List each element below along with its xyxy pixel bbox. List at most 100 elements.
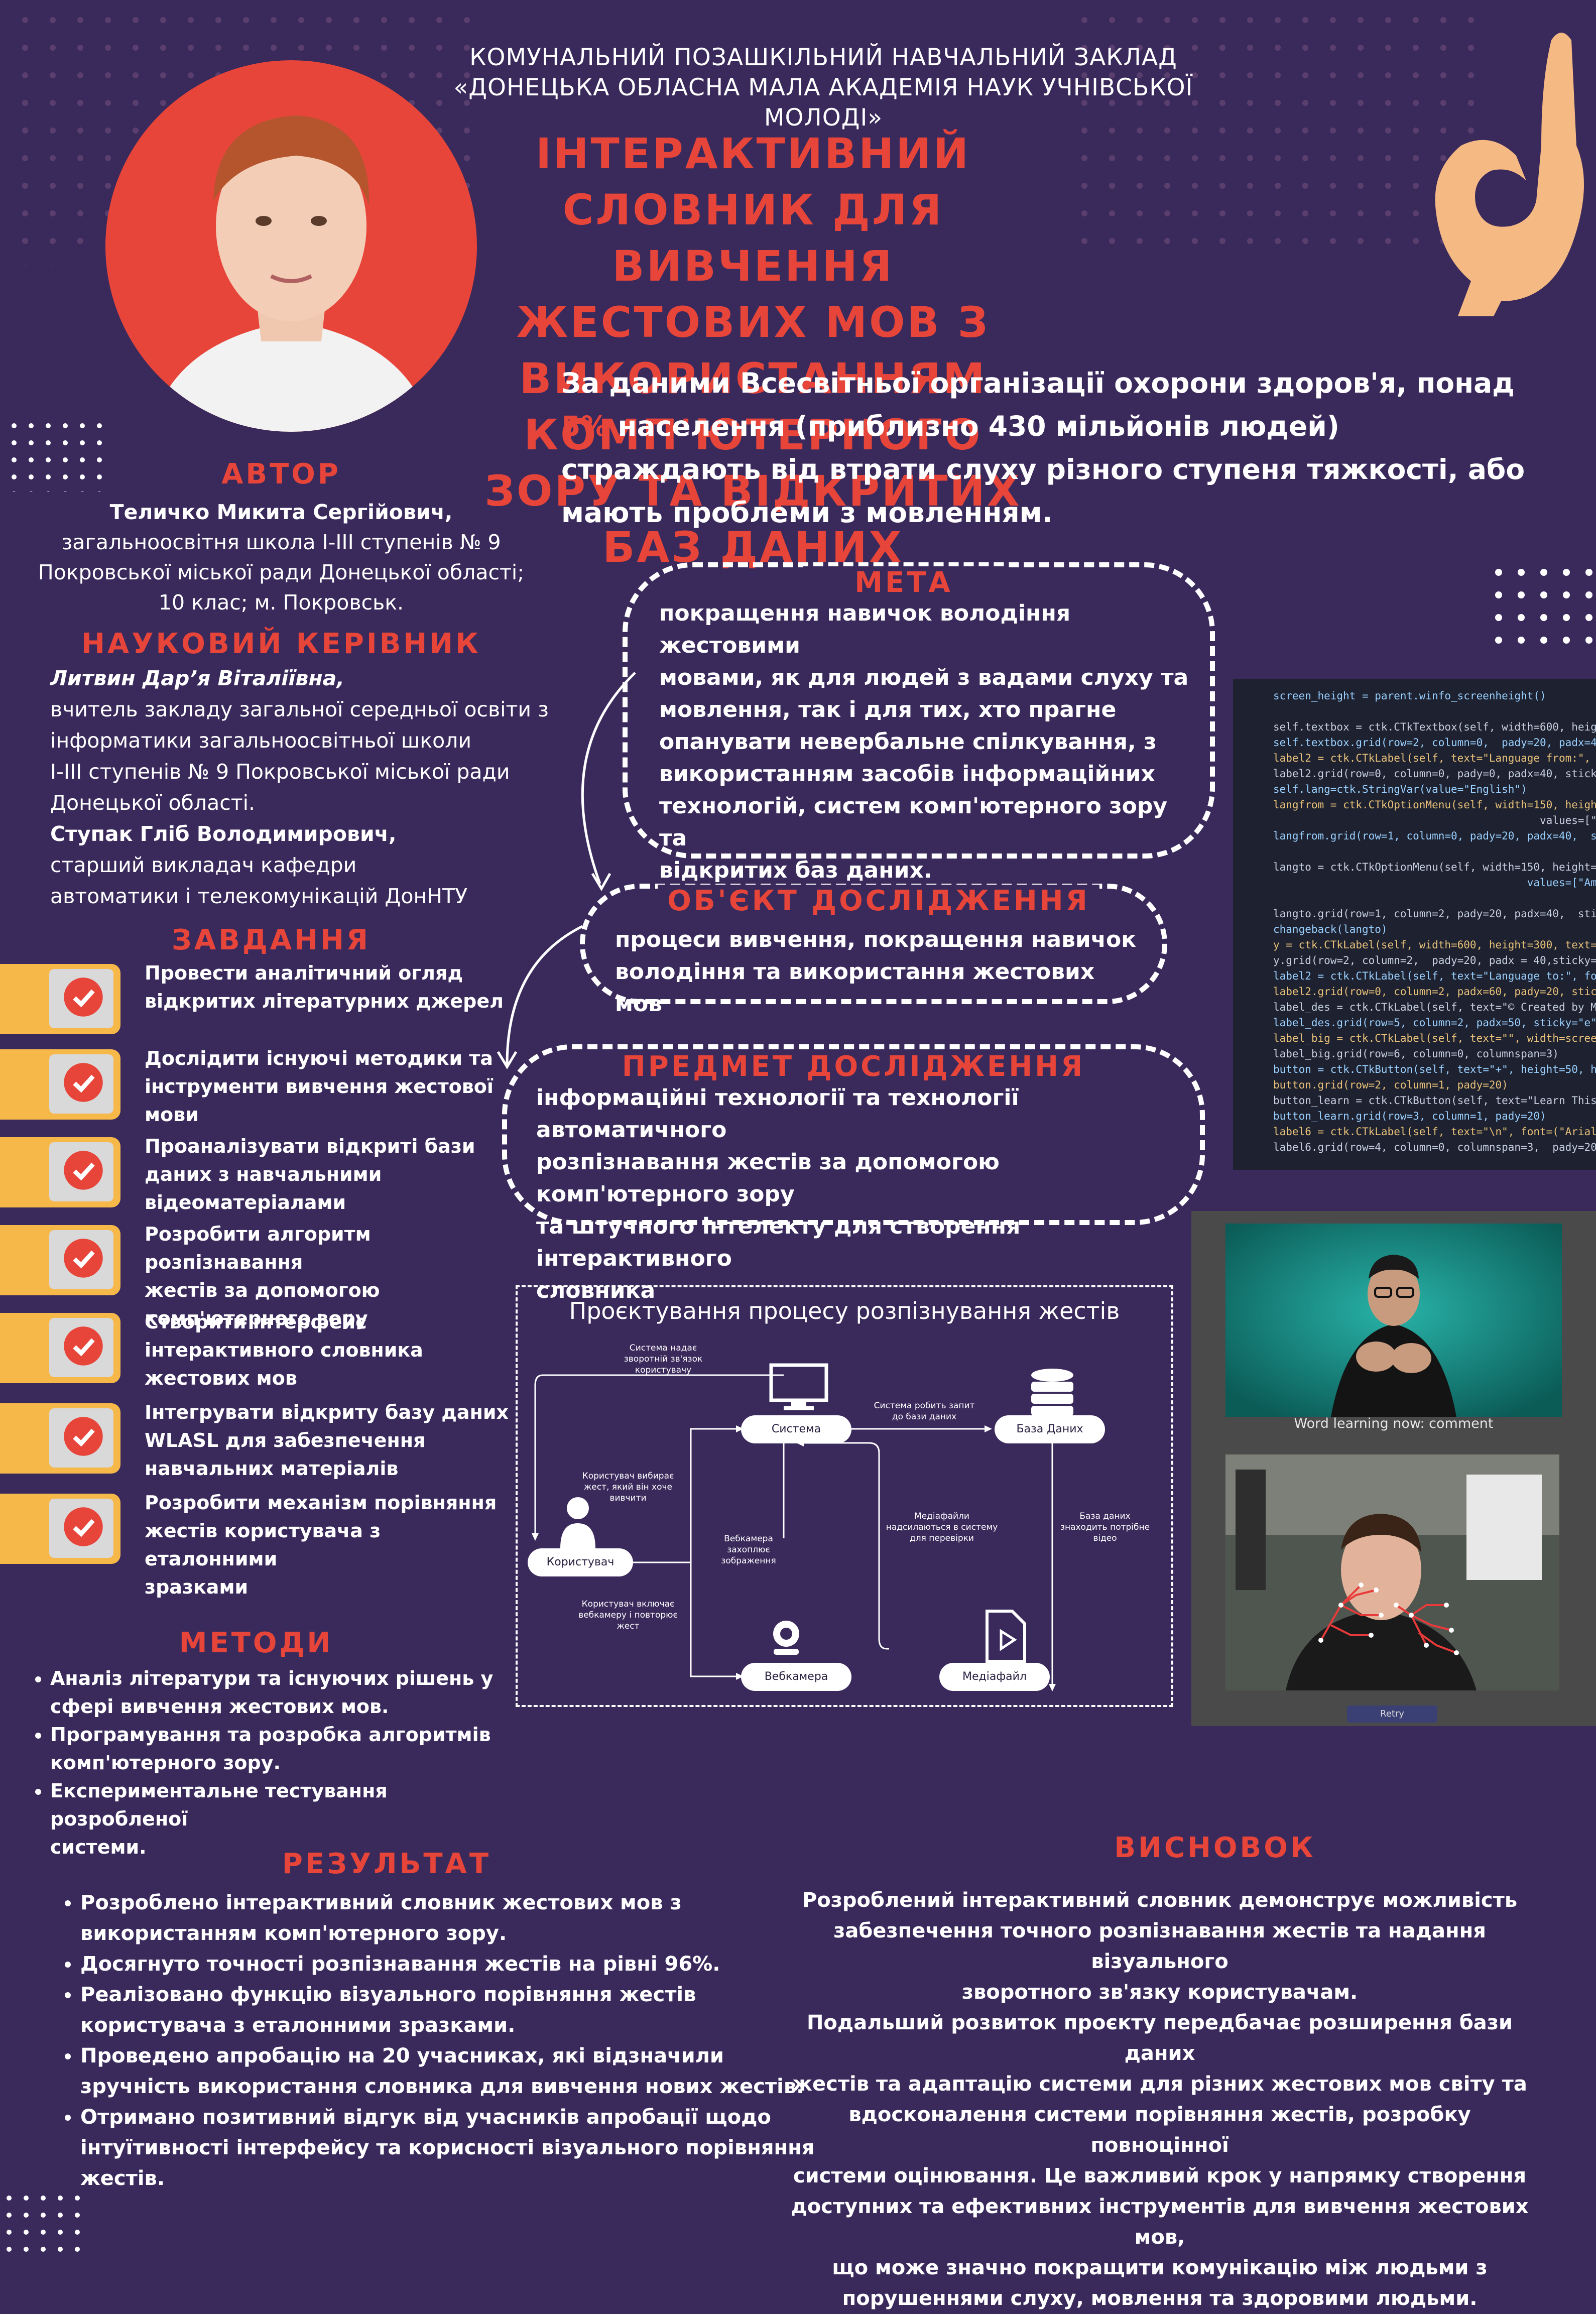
- media-file-icon: [986, 1610, 1026, 1663]
- code-screenshot: screen_height = parent.winfo_screenheigh…: [1233, 679, 1596, 1170]
- node-webcam: Вебкамера: [741, 1663, 851, 1691]
- check-badge-icon: [64, 1326, 103, 1366]
- task-line: інтерактивного словника: [145, 1339, 423, 1361]
- conclusion-line: жестів та адаптацію системи для різних ж…: [792, 2073, 1527, 2096]
- author-name: Теличко Микита Сергійович,: [109, 500, 453, 524]
- goal-box: [623, 562, 1215, 859]
- label-line: захоплює: [727, 1545, 770, 1555]
- retry-button[interactable]: Retry: [1347, 1706, 1437, 1723]
- code-line: self.textbox = ctk.CTkTextbox(self, widt…: [1273, 721, 1596, 733]
- task-line: Провести аналітичний огляд: [145, 962, 463, 984]
- code-line: label_des.grid(row=5, column=2, padx=50,…: [1273, 1017, 1596, 1029]
- goal-line: відкритих баз даних.: [659, 858, 932, 883]
- process-diagram: Проєктування процесу розпізнування жесті…: [516, 1285, 1173, 1707]
- task-item: Провести аналітичний огляд відкритих літе…: [0, 959, 512, 1034]
- subject-line: інформаційні технології та технології ав…: [536, 1085, 1019, 1143]
- camera-app-screenshot: Word learning now: comment Retry: [1191, 1211, 1596, 1726]
- task-line: Інтегрувати відкриту базу даних: [145, 1401, 509, 1423]
- ok-hand-icon: [1435, 33, 1584, 316]
- result-line: інтуїтивності інтерфейсу та корисності в…: [80, 2136, 815, 2159]
- method-item: Експериментальне тестування розробленоїс…: [50, 1777, 522, 1861]
- label-line: надсилаються в систему: [886, 1522, 998, 1532]
- label-line: користувачу: [635, 1365, 692, 1375]
- node-mediafile: Медіафайл: [939, 1663, 1050, 1691]
- task-line: даних з навчальними: [145, 1163, 382, 1185]
- code-line: label2 = ctk.CTkLabel(self, text="Langua…: [1273, 752, 1591, 764]
- org-line-2: «ДОНЕЦЬКА ОБЛАСНА МАЛА АКАДЕМІЯ НАУК УЧН…: [453, 74, 1193, 132]
- method-line: системи.: [50, 1836, 147, 1858]
- node-system: Система: [741, 1415, 851, 1443]
- code-line: values=["Eng: [1273, 814, 1596, 826]
- subject-text: інформаційні технології та технології ав…: [536, 1082, 1189, 1307]
- result-line: Розроблено інтерактивний словник жестови…: [80, 1891, 682, 1914]
- conclusion-line: що може значно покращити комунікацію між…: [832, 2256, 1488, 2279]
- label-line: жест: [617, 1621, 640, 1631]
- code-line: self.lang=ctk.StringVar(value="English"): [1273, 783, 1527, 795]
- dot-grid-top-right: [1079, 15, 1481, 256]
- code-line: langto.grid(row=1, column=2, pady=20, pa…: [1273, 908, 1596, 920]
- task-line: Створити інтерфейс: [145, 1311, 367, 1333]
- supervisor-line: автоматики і телекомунікацій ДонНТУ: [50, 884, 468, 908]
- task-line: інструменти вивчення жестової: [145, 1075, 494, 1098]
- conclusion-line: доступних та ефективних інструментів для…: [791, 2195, 1529, 2249]
- author-line: загальноосвітня школа І-ІІІ ступенів № 9: [61, 530, 501, 554]
- method-line: Аналіз літератури та існуючих рішень у: [50, 1667, 494, 1689]
- code-line: self.textbox.grid(row=2, column=0, pady=…: [1273, 737, 1596, 749]
- code-line: button_learn.grid(row=3, column=1, pady=…: [1273, 1110, 1546, 1122]
- label-line: Користувач включає: [581, 1599, 675, 1609]
- task-line: WLASL для забезпечення: [145, 1429, 426, 1451]
- goal-line: покращення навичок володіння жестовими: [659, 600, 1071, 658]
- poster-title: ІНТЕРАКТИВНИЙ СЛОВНИК ДЛЯ ВИВЧЕННЯ ЖЕСТО…: [482, 126, 1024, 575]
- intro-line: 5% населення (приблизно 430 мільйонів лю…: [561, 405, 1545, 448]
- task-text: Провести аналітичний огляд відкритих літе…: [145, 959, 511, 1015]
- code-line: changeback(langto): [1273, 923, 1388, 935]
- task-line: Дослідити існуючі методики та: [145, 1047, 493, 1069]
- task-line: відкритих літературних джерел: [145, 990, 504, 1012]
- task-line: Проаналізувати відкриті бази: [145, 1135, 475, 1157]
- task-line: зразками: [145, 1576, 249, 1598]
- dot-grid-white-left: [10, 422, 110, 492]
- label-line: База даних: [1079, 1511, 1131, 1521]
- results-list: Розроблено інтерактивний словник жестови…: [50, 1888, 833, 2194]
- conclusion-line: забезпечення точного розпізнавання жесті…: [833, 1919, 1486, 1973]
- method-line: сфері вивчення жестових мов.: [50, 1695, 389, 1718]
- user-icon: [560, 1497, 595, 1548]
- label-line: вивчити: [609, 1493, 647, 1503]
- subject-box: [502, 1044, 1205, 1225]
- code-line: label2.grid(row=0, column=2, padx=60, pa…: [1273, 986, 1596, 998]
- intro-line: мають проблеми з мовленням.: [561, 497, 1053, 529]
- code-line: screen_height = parent.winfo_screenheigh…: [1273, 690, 1546, 702]
- result-item: Отримано позитивний відгук від учасників…: [80, 2102, 833, 2194]
- goal-line: опанувати невербальне спілкування, з: [659, 729, 1157, 755]
- result-line: Досягнуто точності розпізнавання жестів …: [80, 1953, 720, 1976]
- code-line: values=["Amer: [1273, 877, 1596, 889]
- monitor-icon: [769, 1363, 828, 1410]
- supervisor-line: І-ІІІ ступенів № 9 Покровської міської р…: [50, 760, 510, 784]
- object-line: володіння та використання жестових мов: [615, 959, 1095, 1017]
- code-line: button_learn = ctk.CTkButton(self, text=…: [1273, 1094, 1596, 1107]
- object-line: процеси вивчення, покращення навичок: [615, 927, 1137, 952]
- label-line: для перевірки: [910, 1533, 974, 1543]
- author-line: 10 клас; м. Покровськ.: [158, 590, 404, 615]
- task-item: Дослідити існуючі методики та інструменти…: [0, 1044, 512, 1126]
- code-line: langfrom.grid(row=1, column=0, pady=20, …: [1273, 830, 1596, 842]
- subject-line: та штучного інтелекту для створення інте…: [536, 1213, 1021, 1271]
- supervisor-line: Донецької області.: [50, 791, 256, 815]
- dot-grid-white-bottom: [5, 2194, 80, 2254]
- task-line: жестів користувача з еталонними: [145, 1520, 381, 1570]
- node-database: База Даних: [995, 1415, 1105, 1443]
- check-badge-icon: [64, 1507, 103, 1546]
- check-badge-icon: [64, 1239, 103, 1278]
- author-heading: АВТОР: [221, 458, 341, 491]
- author-line: Покровської міської ради Донецької облас…: [38, 560, 525, 584]
- method-line: Програмування та розробка алгоритмів: [50, 1724, 491, 1746]
- title-line: ВИВЧЕННЯ ЖЕСТОВИХ МОВ З: [516, 241, 990, 347]
- label-line: Система робить запит: [874, 1401, 975, 1411]
- label-line: зворотній зв'язок: [624, 1354, 703, 1364]
- supervisor-info: Литвин Дар’я Віталіївна, вчитель закладу…: [50, 663, 577, 912]
